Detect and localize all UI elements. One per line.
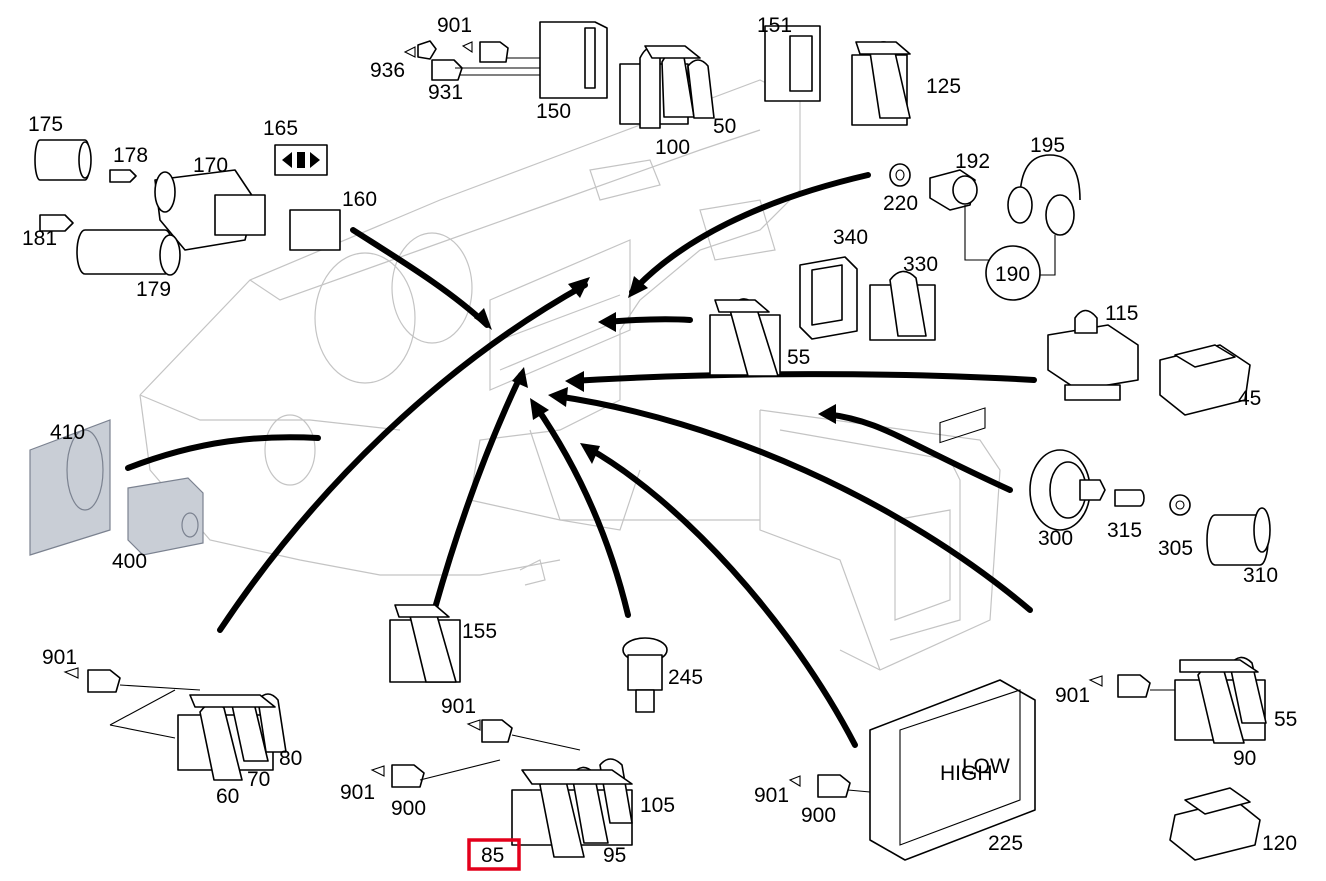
callout-181: 181 xyxy=(22,227,57,250)
callout-70: 70 xyxy=(247,768,270,791)
callout-305: 305 xyxy=(1158,537,1193,560)
callout-300: 300 xyxy=(1038,527,1073,550)
callout-901-left: 901 xyxy=(42,646,77,669)
callout-170: 170 xyxy=(193,154,228,177)
callout-901: 901 xyxy=(437,14,472,37)
callout-45: 45 xyxy=(1238,387,1261,410)
switch-55-center xyxy=(709,298,781,377)
callout-85[interactable]: 85 xyxy=(481,844,504,867)
socket-parts-left xyxy=(34,139,341,276)
callout-50: 50 xyxy=(713,115,736,138)
callout-80: 80 xyxy=(279,747,302,770)
socket-245 xyxy=(622,637,668,713)
callout-901-right: 901 xyxy=(754,784,789,807)
callout-901-far-right: 901 xyxy=(1055,684,1090,707)
callout-151: 151 xyxy=(757,14,792,37)
highlighted-callout[interactable]: 85 xyxy=(467,838,521,871)
highlight-box xyxy=(467,838,521,871)
callout-55: 55 xyxy=(787,346,810,369)
callout-175: 175 xyxy=(28,113,63,136)
connection-arrows xyxy=(125,172,1037,748)
callout-labels: 901 936 931 150 151 125 100 50 175 178 1… xyxy=(22,14,1297,867)
callout-410: 410 xyxy=(50,421,85,444)
callout-900-center: 900 xyxy=(391,797,426,820)
callout-901-center: 901 xyxy=(441,695,476,718)
callout-55-lower: 55 xyxy=(1274,708,1297,731)
switch-330-cover-340 xyxy=(799,256,936,341)
callout-160: 160 xyxy=(342,188,377,211)
panel-410-and-400 xyxy=(29,419,204,556)
headphone-parts xyxy=(889,154,1081,301)
callout-195: 195 xyxy=(1030,134,1065,157)
panel-high-text: HIGH xyxy=(940,762,993,785)
callout-900-right: 900 xyxy=(801,804,836,827)
callout-901-center-left: 901 xyxy=(340,781,375,804)
callout-60: 60 xyxy=(216,785,239,808)
callout-340: 340 xyxy=(833,226,868,249)
switch-125 xyxy=(764,25,911,126)
knob-parts xyxy=(1029,449,1271,566)
callout-315: 315 xyxy=(1107,519,1142,542)
callout-95: 95 xyxy=(603,844,626,867)
callout-178: 178 xyxy=(113,144,148,167)
callout-115: 115 xyxy=(1105,302,1138,325)
dashboard-outline xyxy=(139,79,1001,671)
callout-330: 330 xyxy=(903,253,938,276)
switch-group-bottom-left xyxy=(63,667,287,781)
callout-310: 310 xyxy=(1243,564,1278,587)
callout-192: 192 xyxy=(955,150,990,173)
callout-936: 936 xyxy=(370,59,405,82)
callout-225: 225 xyxy=(988,832,1023,855)
switch-group-bottom-right xyxy=(1088,656,1267,861)
callout-125: 125 xyxy=(926,75,961,98)
switch-group-bottom-center xyxy=(370,719,633,858)
control-panel-225: HIGH LOW xyxy=(788,407,1036,861)
callout-105: 105 xyxy=(640,794,675,817)
switch-group-top xyxy=(403,21,715,129)
callout-400: 400 xyxy=(112,550,147,573)
callout-190: 190 xyxy=(995,263,1030,286)
callout-245: 245 xyxy=(668,666,703,689)
callout-931: 931 xyxy=(428,81,463,104)
callout-165: 165 xyxy=(263,117,298,140)
callout-220: 220 xyxy=(883,192,918,215)
callout-179: 179 xyxy=(136,278,171,301)
callout-90: 90 xyxy=(1233,747,1256,770)
callout-150: 150 xyxy=(536,100,571,123)
switch-115-and-45 xyxy=(1047,309,1251,416)
callout-100: 100 xyxy=(655,136,690,159)
switch-155 xyxy=(389,604,461,683)
callout-120: 120 xyxy=(1262,832,1297,855)
callout-155: 155 xyxy=(462,620,497,643)
panel-low-text: LOW xyxy=(962,755,1010,778)
